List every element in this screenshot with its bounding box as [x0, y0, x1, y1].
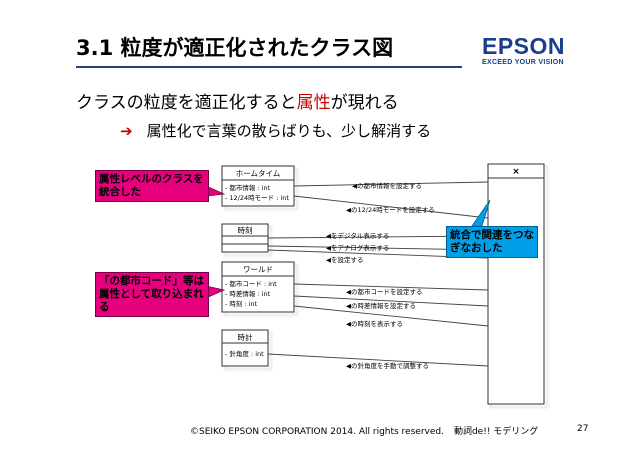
message-label: ◀の針角度を手動で調整する: [346, 361, 429, 370]
message-label: ◀の12/24時モードを設定する: [346, 205, 435, 214]
logo-tagline: EXCEED YOUR VISION: [482, 59, 564, 66]
class-name: ワールド: [243, 265, 273, 274]
arrow-right-icon: ➔: [120, 122, 133, 140]
title-underline: [76, 66, 462, 68]
message-label: ◀をアナログ表示する: [326, 243, 389, 252]
bullet-point: ➔ 属性化で言葉の散らばりも、少し解消する: [120, 120, 431, 141]
class-attribute: - 12/24時モード : int: [225, 194, 289, 202]
message-label: ◀の都市情報を設定する: [352, 181, 422, 190]
class-attribute: - 都市情報 : int: [225, 183, 271, 192]
class-name: 時計: [238, 332, 253, 342]
subtitle-post: が現れる: [330, 93, 399, 113]
message-label: ◀の都市コードを設定する: [346, 287, 423, 296]
slide-subtitle: クラスの粒度を適正化すると属性が現れる: [76, 88, 399, 113]
association-line: [293, 295, 489, 307]
message-label: ◀を設定する: [326, 255, 364, 264]
class-box-time: 時刻: [221, 223, 269, 253]
bullet-text: 属性化で言葉の散らばりも、少し解消する: [146, 122, 432, 140]
message-label: ◀の時刻を表示する: [346, 319, 403, 328]
callout-integrated: 統合で関連をつなぎなおした: [446, 226, 538, 258]
message-label: ◀の時差情報を設定する: [346, 301, 416, 310]
association-line: [293, 181, 489, 187]
class-box-hometime: ホームタイム - 都市情報 : int - 12/24時モード : int: [221, 165, 295, 207]
actor-class-box: ×: [487, 163, 545, 405]
message-label: ◀をデジタル表示する: [326, 231, 389, 240]
callout-city-code: 「の都市コード」等は属性として取り込まれる: [95, 272, 209, 317]
page-number: 27: [577, 424, 589, 434]
class-attribute: - 都市コード : int: [225, 279, 277, 288]
callout-pointer: [471, 199, 491, 227]
epson-logo: EPSON EXCEED YOUR VISION: [482, 34, 574, 66]
class-attribute: - 時差情報 : int: [225, 289, 271, 298]
association-line: [293, 283, 489, 291]
class-name: 時刻: [238, 225, 253, 235]
subtitle-pre: クラスの粒度を適正化すると: [76, 93, 297, 113]
actor-class-name: ×: [512, 167, 520, 177]
association-line: [293, 305, 489, 327]
association-line: [293, 195, 489, 219]
logo-wordmark: EPSON: [482, 33, 566, 59]
class-box-clock: 時計 - 針角度 : int: [221, 329, 269, 367]
footer: ©SEIKO EPSON CORPORATION 2014. All right…: [190, 424, 548, 437]
slide-title: 3.1 粒度が適正化されたクラス図: [76, 36, 394, 60]
class-attribute: - 針角度 : int: [225, 349, 264, 358]
class-attribute: - 時刻 : int: [225, 299, 258, 308]
footer-copyright: ©SEIKO EPSON CORPORATION 2014. All right…: [190, 427, 444, 437]
footer-topic: 動詞de!! モデリング: [453, 427, 539, 437]
association-line: [267, 353, 489, 367]
callout-attribute-level: 属性レベルのクラスを統合した: [95, 170, 209, 202]
class-box-world: ワールド - 都市コード : int - 時差情報 : int - 時刻 : i…: [221, 261, 295, 313]
class-name: ホームタイム: [236, 169, 281, 178]
subtitle-emphasis: 属性: [296, 93, 331, 113]
